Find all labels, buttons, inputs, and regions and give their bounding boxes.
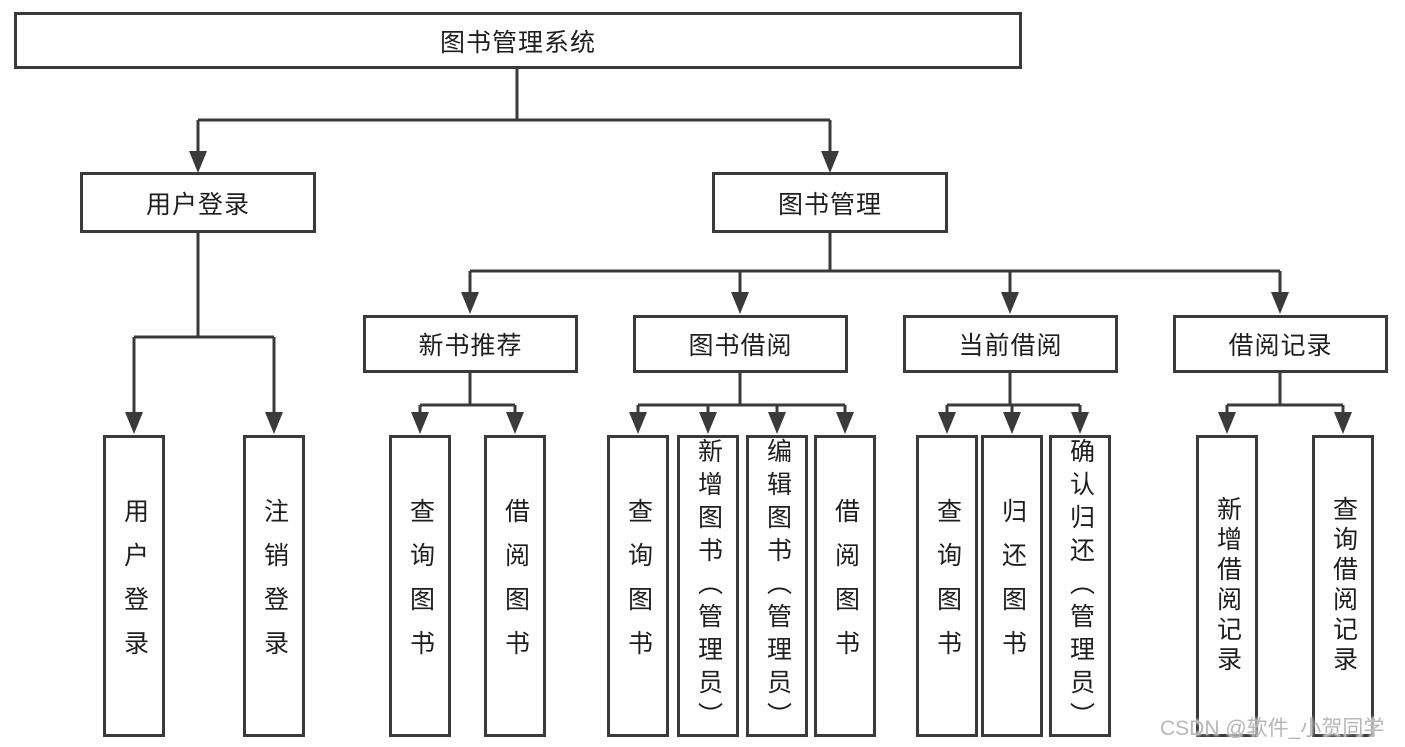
leaf-edit-books-admin: 编辑图书（管理员） bbox=[746, 435, 808, 737]
node-label: 借阅图书 bbox=[831, 498, 860, 674]
node-borrowing-records: 借阅记录 bbox=[1173, 315, 1388, 373]
leaf-add-books-admin: 新增图书（管理员） bbox=[677, 435, 739, 737]
leaf-current-search-books: 查询图书 bbox=[916, 435, 978, 737]
leaf-add-borrow-record: 新增借阅记录 bbox=[1196, 435, 1258, 737]
leaf-search-borrow-record: 查询借阅记录 bbox=[1312, 435, 1374, 737]
node-library-management-system: 图书管理系统 bbox=[14, 12, 1022, 69]
node-label: 新书推荐 bbox=[418, 332, 523, 360]
leaf-recommend-search-books: 查询图书 bbox=[389, 435, 451, 737]
node-label: 查询图书 bbox=[933, 498, 962, 674]
connector-borrow-records-to-leaves bbox=[1225, 373, 1345, 415]
node-label: 归还图书 bbox=[998, 498, 1027, 674]
connector-root-to-level2 bbox=[196, 69, 832, 152]
node-label: 借阅记录 bbox=[1228, 332, 1333, 360]
node-label: 图书管理 bbox=[777, 190, 882, 219]
node-label: 查询图书 bbox=[406, 498, 435, 674]
node-label: 当前借阅 bbox=[958, 332, 1063, 360]
connector-book-management-to-level3 bbox=[468, 233, 1282, 293]
node-label: 图书管理系统 bbox=[439, 28, 596, 57]
connector-current-borrow-to-leaves bbox=[945, 373, 1082, 415]
leaf-logout: 注销登录 bbox=[243, 435, 305, 737]
leaf-confirm-return-admin: 确认归还（管理员） bbox=[1049, 435, 1111, 737]
node-label: 借阅图书 bbox=[501, 498, 530, 674]
node-label: 确认归还（管理员） bbox=[1066, 438, 1095, 735]
node-user-login: 用户登录 bbox=[80, 172, 316, 233]
node-new-book-recommendation: 新书推荐 bbox=[363, 315, 578, 373]
node-label: 新增图书（管理员） bbox=[694, 438, 723, 735]
connector-user-login-to-leaves bbox=[132, 233, 276, 413]
arrowheads bbox=[125, 151, 1352, 434]
connector-book-borrow-to-leaves bbox=[636, 373, 847, 415]
node-current-borrowing: 当前借阅 bbox=[903, 315, 1118, 373]
node-label: 查询借阅记录 bbox=[1329, 496, 1358, 676]
node-book-borrowing: 图书借阅 bbox=[633, 315, 848, 373]
node-label: 编辑图书（管理员） bbox=[763, 438, 792, 735]
node-label: 用户登录 bbox=[145, 190, 250, 219]
leaf-return-books: 归还图书 bbox=[981, 435, 1043, 737]
leaf-recommend-borrow-books: 借阅图书 bbox=[484, 435, 546, 737]
node-label: 图书借阅 bbox=[688, 332, 793, 360]
node-label: 查询图书 bbox=[624, 498, 653, 674]
leaf-user-login: 用户登录 bbox=[103, 435, 165, 737]
leaf-borrow-books: 借阅图书 bbox=[814, 435, 876, 737]
node-label: 新增借阅记录 bbox=[1213, 496, 1242, 676]
node-label: 注销登录 bbox=[260, 498, 289, 674]
connector-new-book-to-leaves bbox=[418, 373, 517, 415]
csdn-watermark: CSDN @软件_小贺同学 bbox=[1160, 717, 1385, 740]
node-label: 用户登录 bbox=[120, 498, 149, 674]
leaf-borrow-search-books: 查询图书 bbox=[607, 435, 669, 737]
node-book-management: 图书管理 bbox=[712, 172, 948, 233]
